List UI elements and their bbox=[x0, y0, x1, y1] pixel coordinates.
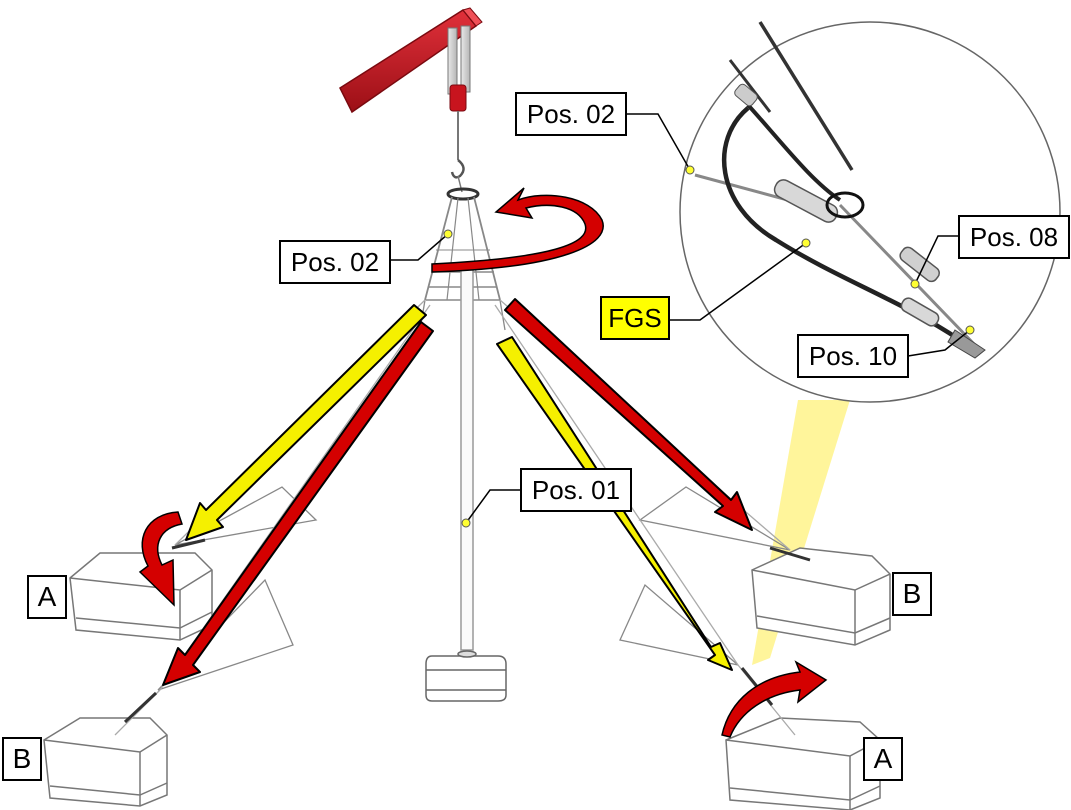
yellow-arrows bbox=[185, 304, 733, 671]
label-anchor-left-b: B bbox=[2, 737, 42, 781]
center-base-block bbox=[425, 650, 507, 702]
label-anchor-left-a: A bbox=[27, 575, 67, 619]
leader-lines bbox=[390, 113, 971, 524]
rotation-arrow-right bbox=[721, 660, 828, 738]
label-pos-02-detail: Pos. 02 bbox=[515, 92, 627, 136]
yellow-arrow-left bbox=[185, 304, 427, 541]
anchor-block-right-a bbox=[725, 717, 881, 810]
anchor-block-left-a bbox=[69, 552, 213, 641]
anchor-block-left-b bbox=[43, 717, 168, 807]
anchor-block-right-b bbox=[751, 547, 891, 646]
red-arrows bbox=[162, 298, 753, 686]
crane-beam bbox=[339, 7, 483, 193]
label-anchor-right-a: A bbox=[863, 737, 903, 781]
label-anchor-right-b: B bbox=[892, 572, 932, 616]
rotation-arrow-top bbox=[431, 187, 604, 273]
label-pos-02-mast: Pos. 02 bbox=[279, 240, 391, 284]
label-pos-01: Pos. 01 bbox=[520, 468, 632, 512]
label-pos-08: Pos. 08 bbox=[958, 215, 1070, 259]
detail-magnifier bbox=[679, 21, 1061, 403]
label-fgs: FGS bbox=[600, 296, 670, 340]
red-arrow-right bbox=[504, 298, 753, 531]
red-arrow-left bbox=[162, 321, 434, 686]
rotation-arrow-left bbox=[138, 511, 183, 607]
marker-dots bbox=[443, 165, 975, 528]
label-pos-10: Pos. 10 bbox=[797, 334, 909, 378]
mast-structure bbox=[419, 187, 506, 651]
